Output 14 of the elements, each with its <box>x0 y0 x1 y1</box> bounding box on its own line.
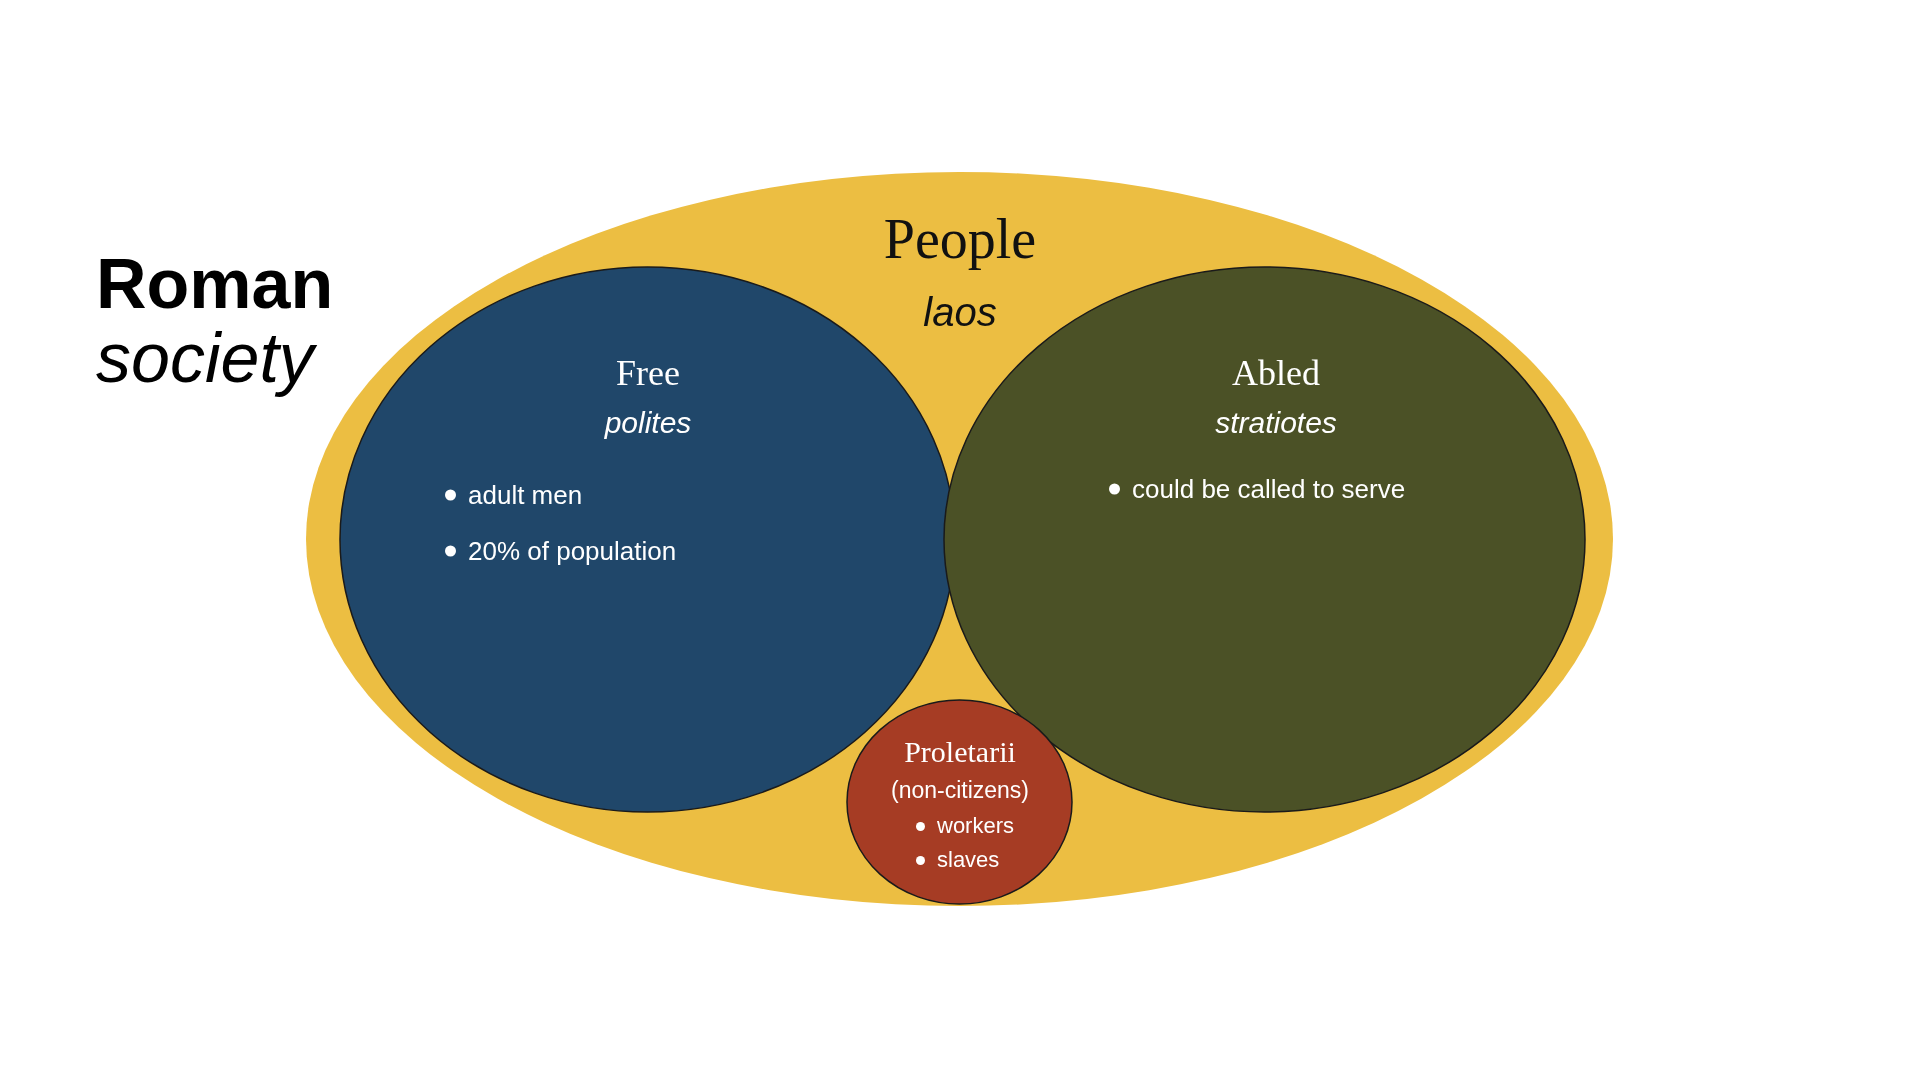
bullet-text: 20% of population <box>468 535 677 567</box>
group-subheading: polites <box>604 406 692 440</box>
bullet-text: could be called to serve <box>1132 473 1406 505</box>
bullet-text: slaves <box>937 847 1000 873</box>
slide-title: Roman society <box>96 248 335 395</box>
bullet-text: workers <box>937 813 1014 839</box>
group-heading: Free <box>616 352 680 394</box>
group-subheading: (non-citizens) <box>891 776 1029 804</box>
group-heading: Proletarii <box>904 735 1016 769</box>
group-heading: People <box>883 207 1037 271</box>
group-subheading: stratiotes <box>1215 406 1337 440</box>
group-heading: Abled <box>1232 352 1320 394</box>
group-subheading: laos <box>923 289 997 335</box>
bullet-text: adult men <box>468 479 583 511</box>
